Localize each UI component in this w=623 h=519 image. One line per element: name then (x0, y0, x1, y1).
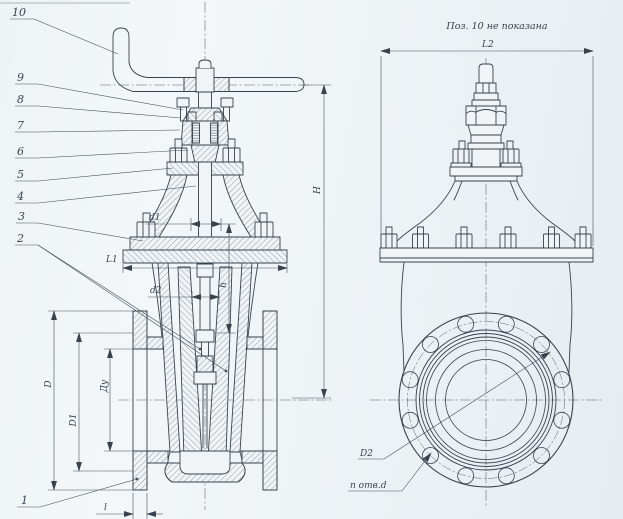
callout-8: 8 (17, 93, 24, 106)
bonnet-studs (169, 138, 241, 163)
end-flanges (132, 310, 278, 491)
body-sump (164, 450, 246, 483)
callout-2: 2 (16, 232, 24, 245)
body-bonnet-flange (122, 236, 288, 264)
flange-face-circles (398, 312, 574, 488)
dim-label-D2: D2 (359, 449, 373, 459)
dim-label-n-holes: n отв.d (350, 481, 387, 491)
callout-leaders (10, 18, 228, 508)
body-and-wedge (151, 262, 259, 464)
strip-bolts (380, 226, 592, 249)
note-pos10-not-shown: Поз. 10 не показана (445, 21, 548, 32)
dim-label-D1: D1 (69, 414, 79, 428)
bonnet-flange-strip (379, 247, 594, 263)
bolt-holes (401, 315, 571, 485)
dim-label-d2: d2 (150, 286, 162, 296)
flange-bolts (136, 212, 274, 238)
callout-6: 6 (17, 145, 24, 158)
stem-top (195, 59, 215, 113)
dim-label-Dy: Ду (100, 379, 110, 393)
dim-label-H: H (313, 186, 323, 195)
dim-label-l: l (104, 503, 107, 513)
callout-10: 10 (12, 6, 26, 19)
gland-assembly (176, 97, 234, 164)
dim-label-d1: d1 (149, 213, 161, 223)
body-to-flange (400, 261, 573, 373)
stem-and-gland (465, 63, 507, 168)
callout-4: 4 (16, 190, 24, 203)
dim-label-L2: L2 (481, 40, 494, 50)
callout-5: 5 (17, 168, 24, 181)
yoke-bolts (450, 140, 522, 168)
dim-label-D: D (44, 380, 54, 388)
dim-label-h: h (219, 282, 229, 288)
right-view-exterior (379, 63, 594, 488)
callout-7: 7 (17, 119, 24, 132)
text-labels: Поз. 10 не показана 10 9 8 7 6 5 4 3 2 1… (12, 6, 548, 513)
dimensions (48, 48, 594, 519)
dim-label-L1: L1 (105, 255, 118, 265)
left-view-section (112, 27, 305, 491)
callout-9: 9 (17, 71, 24, 84)
callout-3: 3 (18, 210, 25, 223)
callout-1: 1 (21, 494, 28, 507)
